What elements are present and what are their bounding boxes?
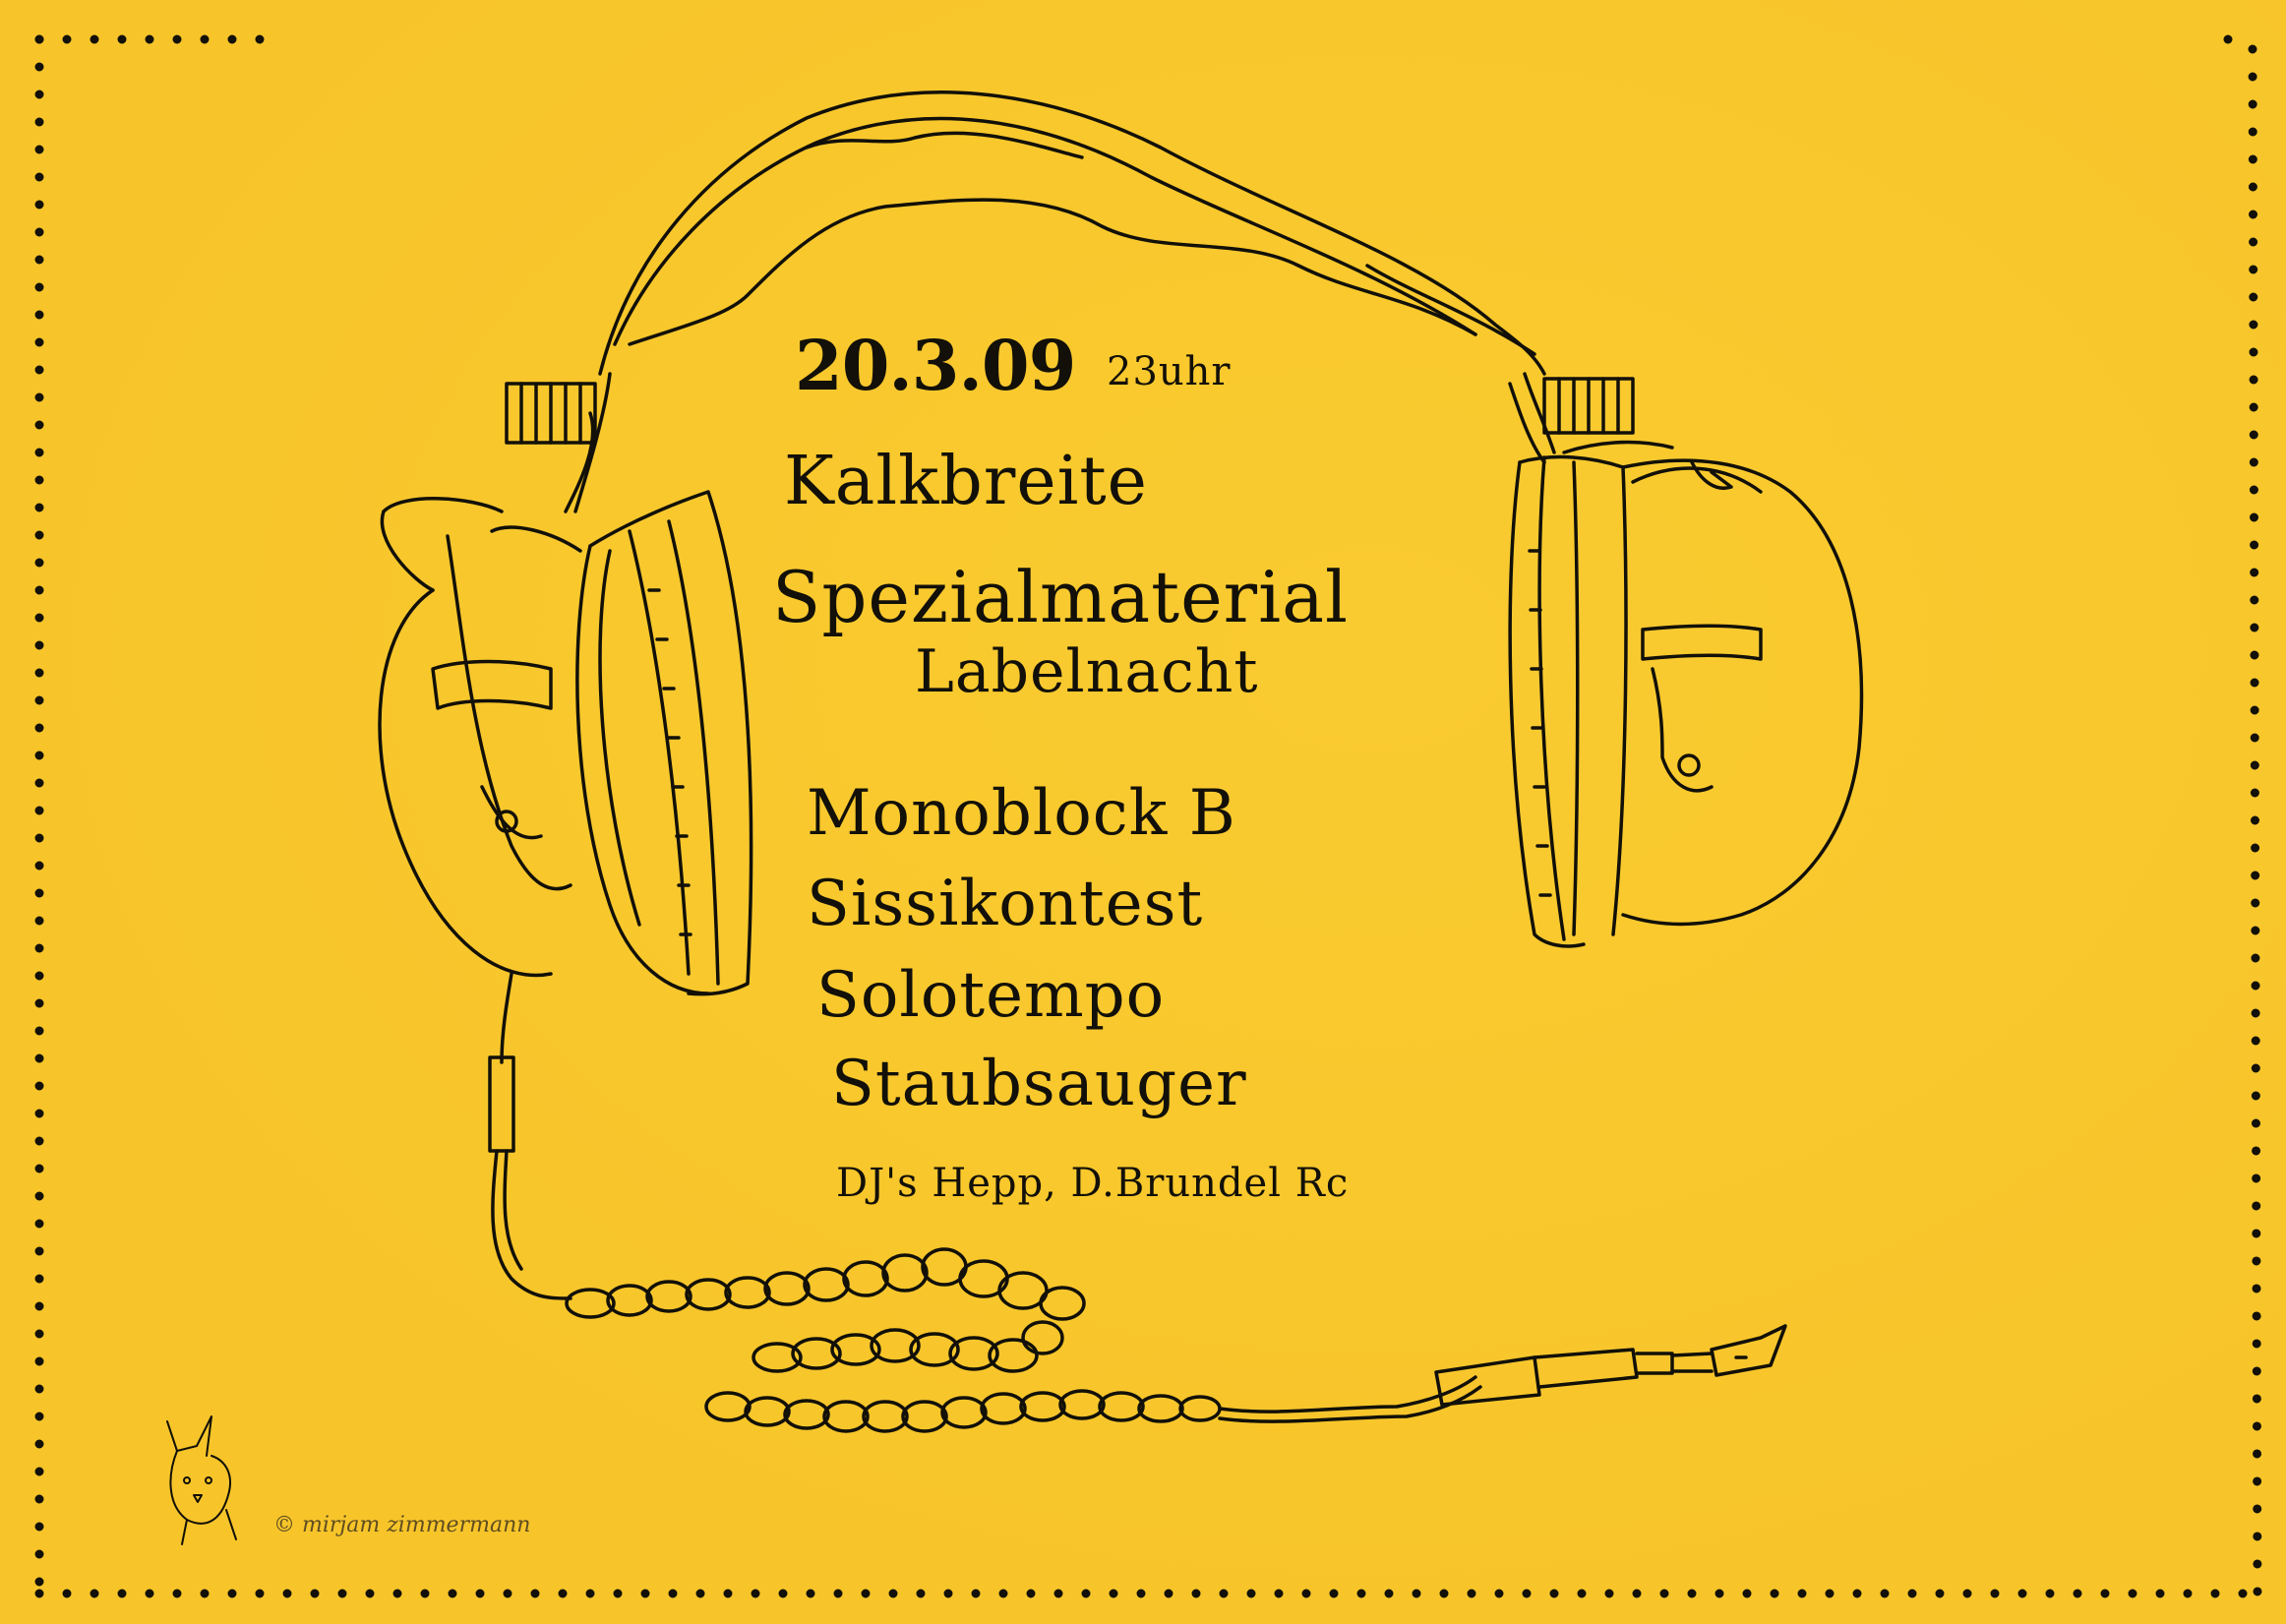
act-name: Monoblock B	[807, 777, 1236, 850]
event-title-line2: Labelnacht	[915, 637, 1259, 706]
cable-coils	[565, 1247, 1222, 1433]
left-earcup	[378, 490, 753, 996]
cable	[488, 972, 1787, 1433]
right-earcup	[1508, 440, 1864, 948]
act-name: Solotempo	[816, 959, 1166, 1032]
jack-plug	[1434, 1324, 1787, 1407]
event-title-line1: Spezialmaterial	[772, 556, 1350, 638]
headband	[598, 90, 1546, 376]
dj-lineup: DJ's Hepp, D.Brundel Rc	[836, 1161, 1350, 1206]
event-venue: Kalkbreite	[784, 443, 1148, 520]
right-adjuster	[1508, 372, 1635, 464]
left-adjuster	[505, 372, 612, 513]
event-time: 23uhr	[1107, 349, 1232, 394]
dotted-border	[34, 34, 2262, 1598]
act-name: Staubsauger	[831, 1048, 1247, 1120]
artist-credit: © mirjam zimmermann	[273, 1513, 531, 1537]
act-name: Sissikontest	[807, 868, 1204, 940]
fox-doodle	[166, 1415, 237, 1545]
event-date: 20.3.09	[795, 325, 1076, 406]
